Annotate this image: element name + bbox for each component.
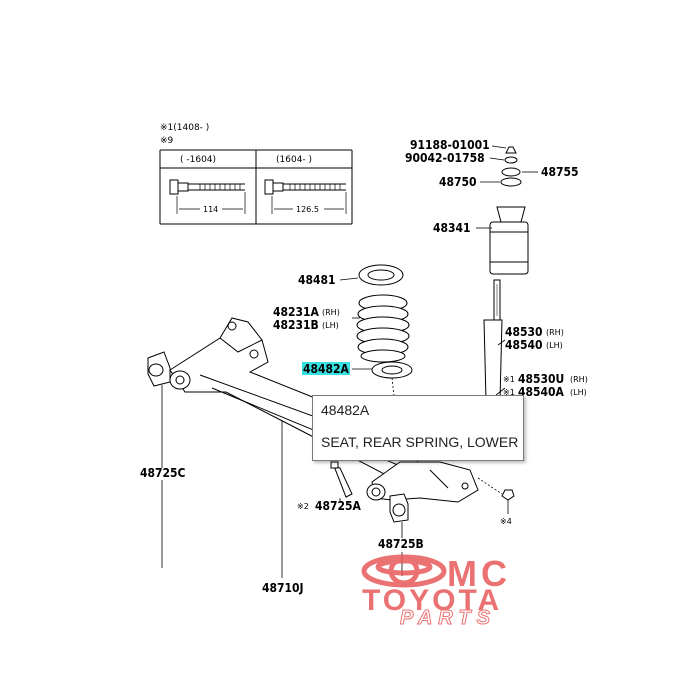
label-48530u-side: (RH) bbox=[570, 375, 588, 384]
inset-col-left: ( -1604) bbox=[180, 155, 216, 165]
label-48481: 48481 bbox=[298, 273, 336, 287]
watermark-line-1: MC bbox=[447, 553, 511, 594]
tooltip-part-code: 48482A bbox=[321, 402, 370, 418]
part-labels: 91188-01001 90042-01758 48755 48750 4834… bbox=[140, 138, 588, 595]
inset-table: ※1(1408- ) ※9 ( -1604) (1604- ) 114 bbox=[159, 123, 353, 225]
dim-right: 126.5 bbox=[296, 205, 319, 214]
mark-2: ※2 bbox=[297, 502, 309, 511]
tooltip-part-description: SEAT, REAR SPRING, LOWER bbox=[321, 434, 519, 450]
inset-col-right: (1604- ) bbox=[276, 155, 312, 165]
toyota-logo-icon bbox=[361, 554, 447, 588]
bushing-48725c bbox=[147, 351, 171, 387]
nut-icon bbox=[505, 146, 517, 154]
bolt-right-icon: 126.5 bbox=[264, 179, 347, 214]
part-tooltip: 48482A SEAT, REAR SPRING, LOWER bbox=[312, 395, 524, 461]
mark-1a: ※1 bbox=[503, 375, 515, 384]
label-48530u: 48530U bbox=[518, 372, 564, 386]
label-48540a: 48540A bbox=[518, 385, 565, 399]
label-48540: 48540 bbox=[505, 338, 543, 352]
watermark: MC TOYOTA PARTS bbox=[361, 553, 511, 630]
bolt-left-icon: 114 bbox=[169, 179, 246, 214]
label-48725c: 48725C bbox=[140, 466, 186, 480]
label-48750: 48750 bbox=[439, 175, 477, 189]
label-48710j: 48710J bbox=[262, 581, 304, 595]
label-48530-side: (RH) bbox=[546, 328, 564, 337]
mark-4: ※4 bbox=[500, 517, 512, 526]
inset-note-2: ※9 bbox=[160, 136, 174, 146]
inset-note-1: ※1(1408- ) bbox=[160, 123, 209, 133]
label-48540-side: (LH) bbox=[546, 341, 563, 350]
label-48755: 48755 bbox=[541, 165, 579, 179]
coil-spring-icon bbox=[356, 294, 410, 363]
cushion-icon bbox=[501, 167, 521, 177]
label-48231a-side: (RH) bbox=[322, 308, 340, 317]
label-48231b: 48231B bbox=[273, 318, 319, 332]
label-48530: 48530 bbox=[505, 325, 543, 339]
spring-stack bbox=[356, 264, 413, 379]
mark-1b: ※1 bbox=[503, 388, 515, 397]
watermark-line-2: TOYOTA bbox=[362, 584, 502, 617]
label-48341: 48341 bbox=[433, 221, 471, 235]
highlight-48482a bbox=[302, 362, 350, 375]
label-48725b: 48725B bbox=[378, 537, 424, 551]
nut-x4-icon bbox=[501, 489, 515, 501]
label-48482a[interactable]: 48482A bbox=[303, 362, 350, 376]
label-91188: 91188-01001 bbox=[410, 138, 490, 152]
bushing-48725b bbox=[389, 493, 409, 523]
label-90042: 90042-01758 bbox=[405, 151, 485, 165]
label-48231b-side: (LH) bbox=[322, 321, 339, 330]
label-48231a: 48231A bbox=[273, 305, 320, 319]
label-48540a-side: (LH) bbox=[570, 388, 587, 397]
label-48725a: 48725A bbox=[315, 499, 362, 513]
bolt-48725a-icon bbox=[330, 461, 353, 498]
washer-icon bbox=[504, 156, 518, 164]
shock-absorber bbox=[483, 146, 529, 409]
watermark-line-3: PARTS bbox=[400, 607, 496, 629]
dim-left: 114 bbox=[203, 205, 218, 214]
